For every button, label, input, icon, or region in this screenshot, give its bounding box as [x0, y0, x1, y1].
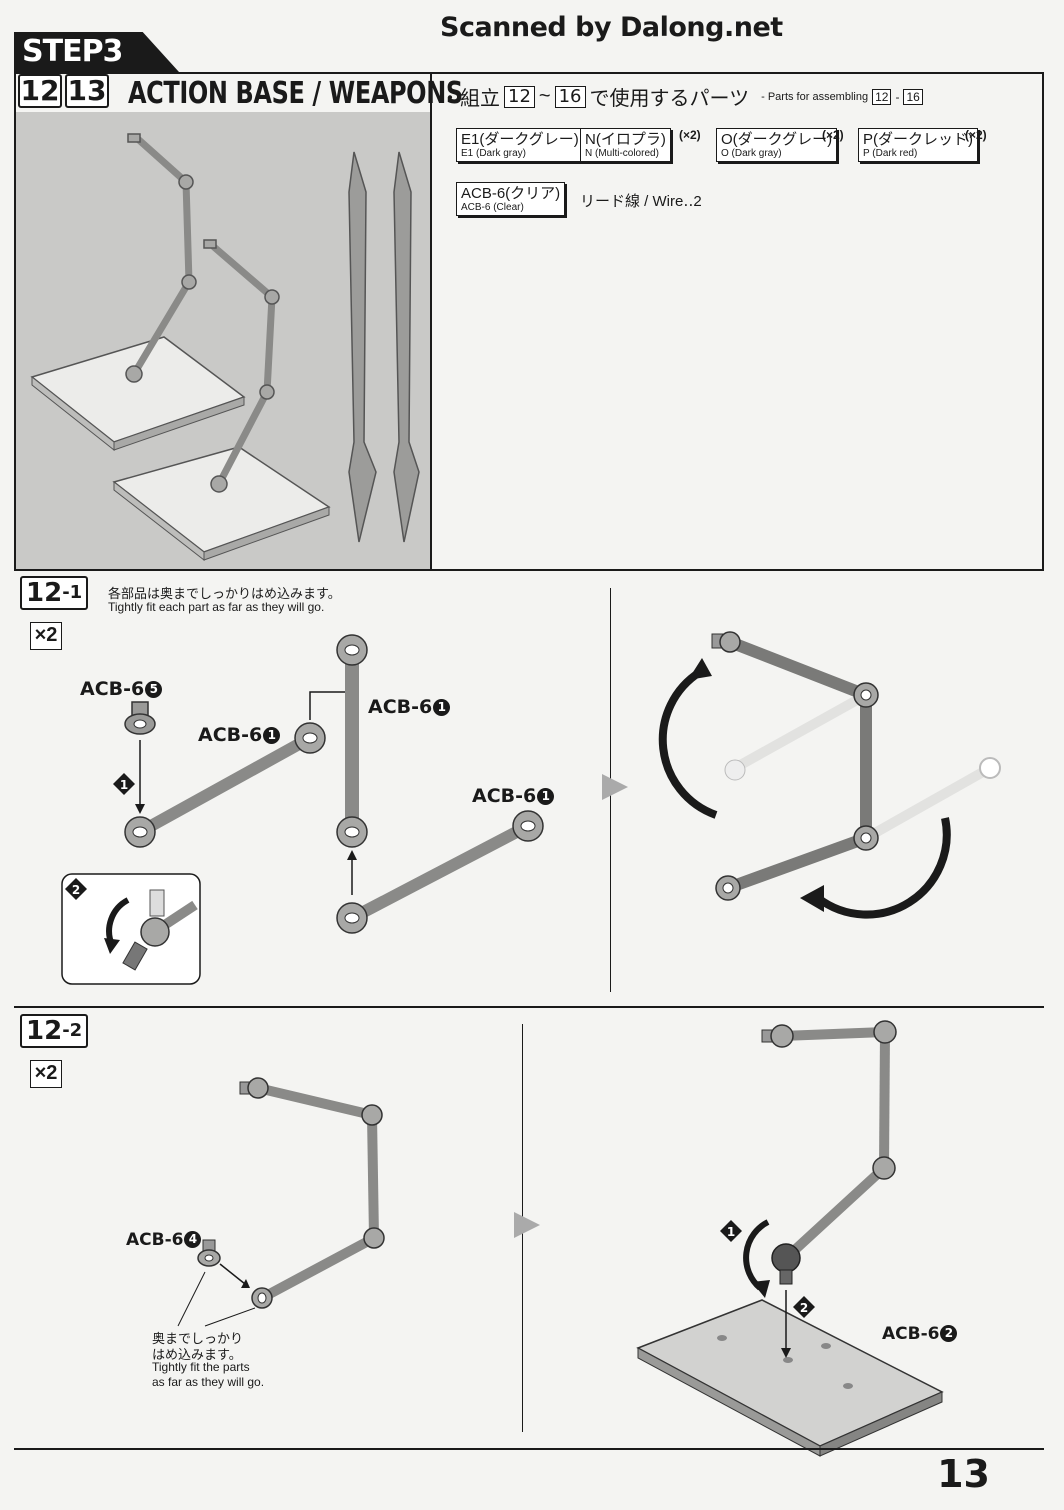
section-12-2-note-en-2: as far as they will go.: [152, 1375, 265, 1389]
section-12-2-num: 12: [26, 1016, 63, 1046]
parts-list-heading: ・組立 12 ~ 16 で使用するパーツ - Parts for assembl…: [440, 82, 923, 111]
callout-acb6-5-num: 5: [145, 681, 163, 698]
section-12-1-note-jp: 各部品は奥までしっかりはめ込みます。: [108, 586, 341, 601]
frame-bottom: [14, 569, 1044, 571]
step-number-13: 13: [65, 74, 109, 108]
callout-acb6-1b-num: 1: [433, 699, 451, 716]
callout-acb6-2-text: ACB-6: [882, 1324, 940, 1344]
section-12-2-sub: -2: [62, 1020, 83, 1041]
en-range-sep: -: [895, 89, 900, 104]
part-acb6-jp: ACB-6(クリア): [461, 185, 561, 202]
part-n-jp: N(イロプラ): [585, 131, 666, 148]
callout-acb6-4-text: ACB-6: [126, 1230, 184, 1250]
parts-intro-prefix: ・組立: [440, 88, 500, 110]
part-acb6-en: ACB-6 (Clear): [461, 202, 524, 213]
section-12-1-num: 12: [26, 578, 63, 608]
section-12-2-note-jp-1: 奥までしっかり: [152, 1331, 244, 1346]
en-range-end: 16: [903, 88, 923, 105]
wire-note: リード線 / Wire‥2: [580, 193, 702, 210]
next-arrow-icon-2: [514, 1212, 540, 1238]
part-e1: E1(ダークグレー) E1 (Dark gray): [456, 128, 584, 162]
section-12-1-multiplier: ×2: [30, 622, 62, 650]
range-sep: ~: [538, 85, 551, 107]
en-range-start: 12: [872, 88, 892, 105]
parts-intro-en: - Parts for assembling: [761, 90, 869, 103]
section-12-2-main: 12-2: [20, 1014, 89, 1048]
frame-middle: [430, 72, 432, 570]
next-arrow-icon: [602, 774, 628, 800]
part-e1-en: E1 (Dark gray): [461, 148, 527, 159]
parts-intro-suffix: で使用するパーツ: [589, 88, 750, 110]
callout-acb6-4-num: 4: [184, 1231, 202, 1248]
range-start: 12: [504, 85, 535, 108]
part-o-jp: O(ダークグレー): [721, 131, 833, 148]
section-12-2-note-jp-2: はめ込みます。: [152, 1347, 242, 1362]
callout-acb6-2-num: 2: [940, 1325, 958, 1342]
section-12-2-top-line: [14, 1006, 1044, 1008]
page-title: ACTION BASE / WEAPONS: [128, 76, 463, 111]
section-12-2-multiplier: ×2: [30, 1060, 62, 1088]
section-12-2-note-en-1: Tightly fit the parts: [152, 1360, 250, 1374]
part-o-mult: (×2): [822, 128, 844, 142]
part-n-en: N (Multi-colored): [585, 148, 659, 159]
step-2-marker-b: 2: [800, 1301, 808, 1315]
step-number-12: 12: [18, 74, 62, 108]
step-1-marker-a: 1: [120, 778, 128, 792]
part-acb6: ACB-6(クリア) ACB-6 (Clear): [456, 182, 566, 216]
part-n-mult: (×2): [679, 128, 701, 142]
watermark: Scanned by Dalong.net: [440, 12, 783, 43]
part-p-jp: P(ダークレッド): [863, 131, 973, 148]
part-p-en: P (Dark red): [863, 148, 918, 159]
part-o: O(ダークグレー) O (Dark gray): [716, 128, 838, 162]
step-1-marker-b: 1: [727, 1225, 735, 1239]
callout-acb6-5-text: ACB-6: [80, 678, 145, 700]
frame-left: [14, 72, 16, 570]
part-p: P(ダークレッド) P (Dark red): [858, 128, 978, 162]
range-end: 16: [554, 85, 586, 108]
frame-right: [1042, 72, 1044, 570]
header-divider: [14, 72, 1044, 74]
section-12-2-label: 12-2: [20, 1012, 89, 1048]
section-12-1-note-en: Tightly fit each part as far as they wil…: [108, 600, 325, 614]
callout-acb6-1a-text: ACB-6: [198, 724, 263, 746]
callout-acb6-1c-num: 1: [537, 788, 555, 805]
page-number: 13: [937, 1452, 990, 1496]
callout-acb6-1b-text: ACB-6: [368, 696, 433, 718]
section-12-1-sub: -1: [62, 582, 83, 603]
section-12-1-main: 12-1: [20, 576, 89, 610]
page-bottom-line: [14, 1448, 1044, 1450]
callout-acb6-1a-num: 1: [263, 727, 281, 744]
action-base-weapons-illustration: [30, 133, 420, 562]
part-e1-jp: E1(ダークグレー): [461, 131, 579, 148]
part-o-en: O (Dark gray): [721, 148, 782, 159]
part-p-mult: (×2): [965, 128, 987, 142]
callout-acb6-1c-text: ACB-6: [472, 785, 537, 807]
part-n: N(イロプラ) N (Multi-colored): [580, 128, 671, 162]
step-2-marker-a: 2: [72, 883, 80, 897]
section-12-1-label: 12-1: [20, 574, 89, 610]
